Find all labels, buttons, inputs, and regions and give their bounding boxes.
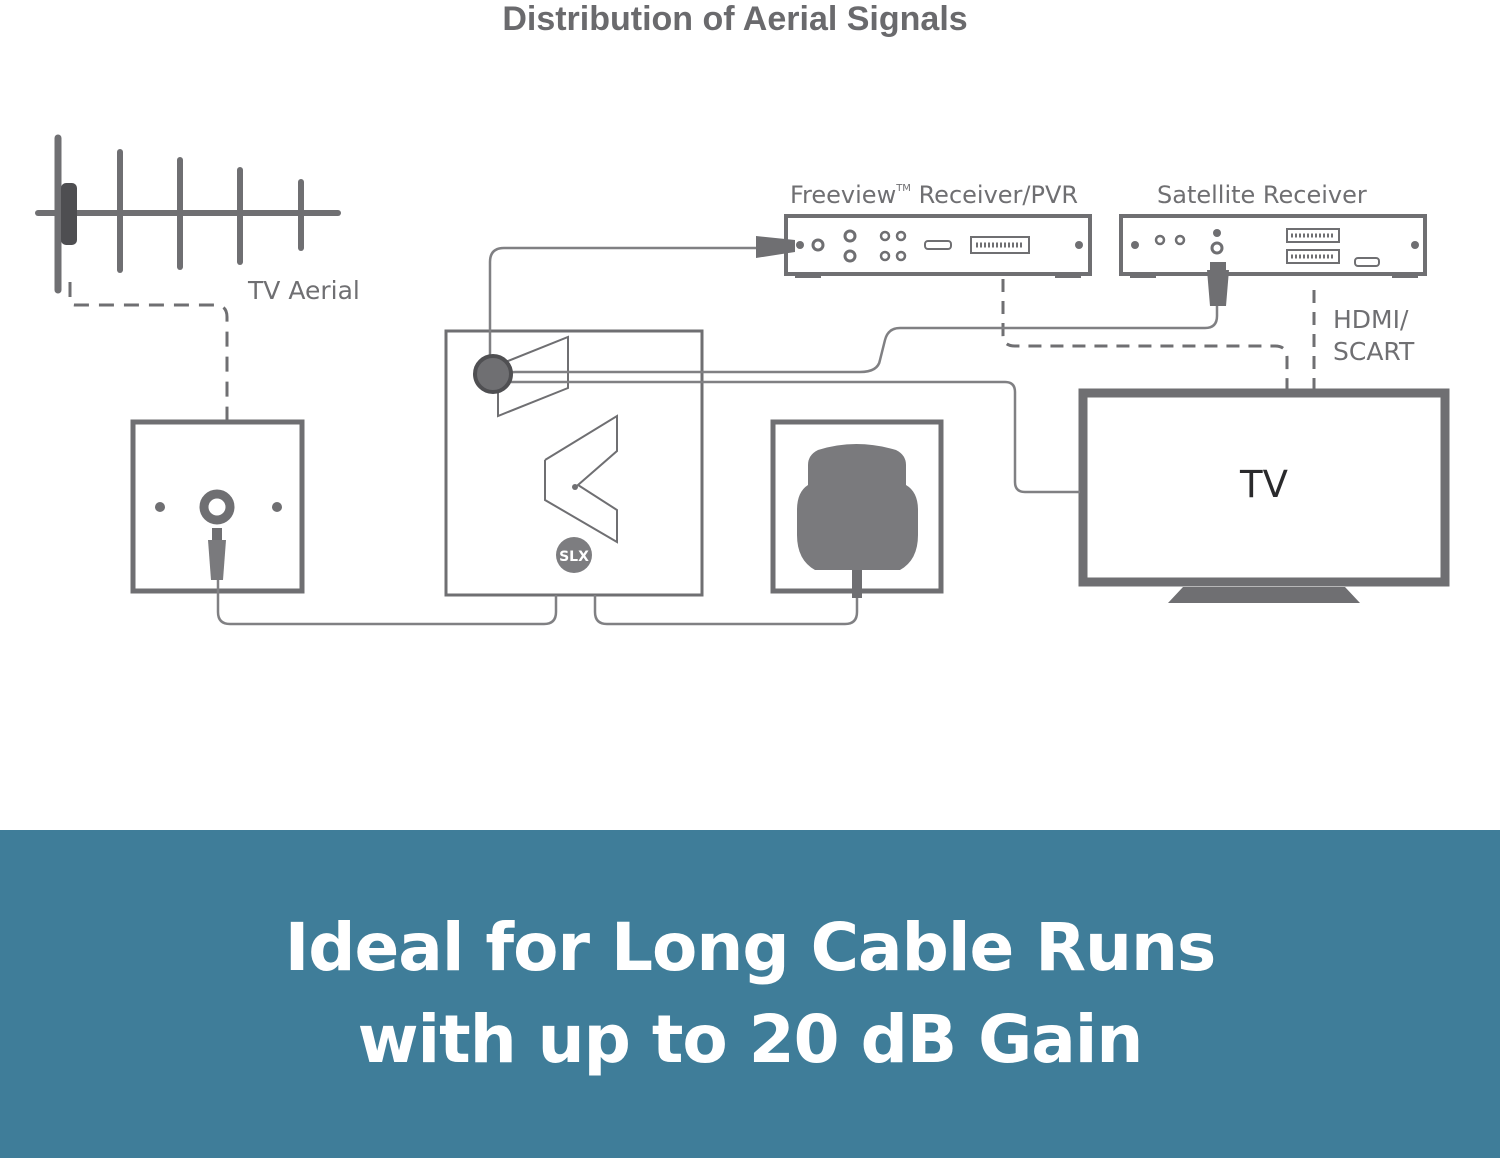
diagram-title: Distribution of Aerial Signals	[502, 0, 967, 38]
slx-logo-text: SLX	[559, 549, 589, 565]
feature-banner: Ideal for Long Cable Runs with up to 20 …	[0, 830, 1500, 1158]
tv-aerial-icon	[35, 134, 341, 294]
tv-aerial-label: TV Aerial	[247, 276, 360, 305]
scart-label: SCART	[1333, 337, 1415, 366]
coax-cables	[216, 246, 1219, 626]
aerial-distribution-diagram: Distribution of Aerial Signals TV Aerial…	[35, 0, 1450, 626]
hdmi-scart-dashed-links	[1001, 279, 1316, 390]
freeview-receiver-label: FreeviewTM Receiver/PVR	[790, 181, 1078, 209]
freeview-receiver	[784, 214, 1092, 278]
tv-set	[1078, 388, 1450, 603]
hdmi-label: HDMI/	[1333, 305, 1409, 334]
slx-logo-icon: SLX	[556, 537, 592, 573]
mains-power-socket	[770, 419, 944, 598]
tv-label: TV	[1239, 463, 1288, 506]
banner-line-1: Ideal for Long Cable Runs	[284, 909, 1217, 986]
satellite-receiver-label: Satellite Receiver	[1157, 181, 1367, 209]
amplifier-port-icon	[473, 354, 513, 394]
satellite-receiver	[1119, 214, 1427, 278]
banner-line-2: with up to 20 dB Gain	[357, 1001, 1144, 1078]
coax-connectors	[756, 236, 1229, 306]
aerial-feed-dashed	[68, 282, 229, 420]
wall-aerial-socket	[130, 419, 305, 594]
